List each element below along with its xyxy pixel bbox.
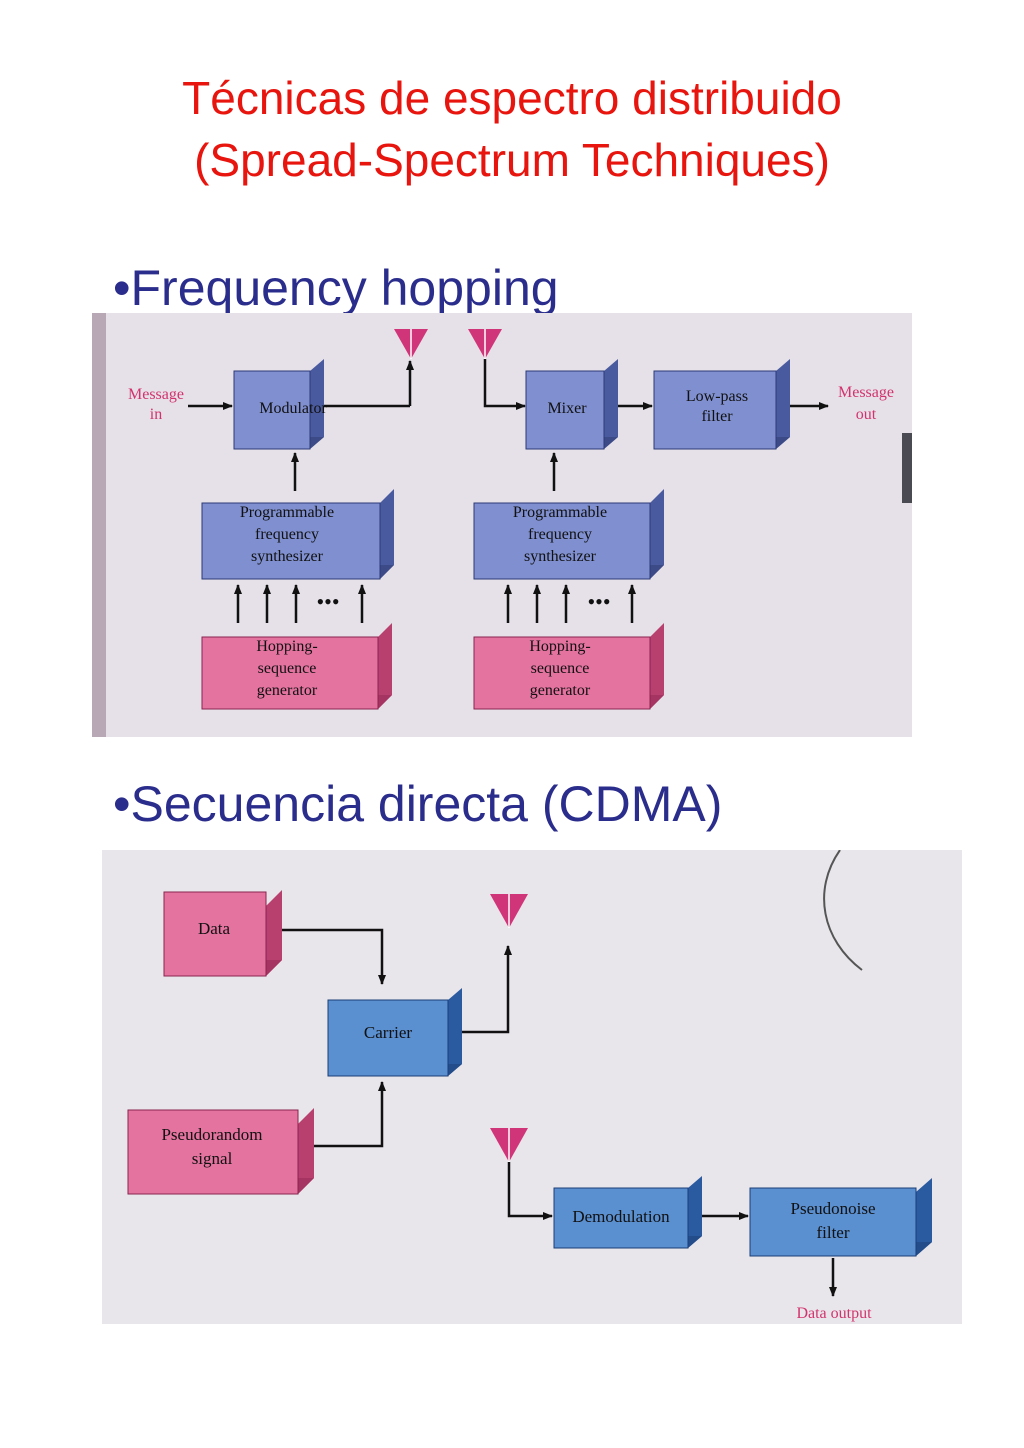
- pseudonoise-filter-block: Pseudonoise filter: [749, 1178, 932, 1257]
- photo-edge: [92, 313, 106, 737]
- arrow-carrier-to-antenna: [462, 945, 512, 1034]
- synth-label-3: synthesizer: [251, 548, 324, 565]
- synthesizer-block-tx: Programmable frequency synthesizer: [201, 489, 394, 580]
- title-line-2: (Spread-Spectrum Techniques): [194, 134, 830, 186]
- hop-label: Hopping-: [256, 638, 317, 655]
- antenna-icon: [468, 329, 502, 359]
- ellipsis-rx: •••: [587, 589, 610, 614]
- modulator-block: Modulator: [233, 359, 327, 450]
- arrow-antenna-to-demod: [507, 1162, 553, 1220]
- antenna-icon: [490, 894, 528, 928]
- pseudorandom-label: Pseudorandom: [161, 1125, 262, 1144]
- antenna-icon: [394, 329, 428, 359]
- data-output-label: Data output: [796, 1305, 872, 1322]
- control-lines-rx: [504, 584, 636, 623]
- hop-label-3: generator: [257, 682, 318, 699]
- title-line-1: Técnicas de espectro distribuido: [182, 72, 842, 124]
- modulator-label: Modulator: [259, 400, 327, 417]
- lowpass-label-2: filter: [701, 408, 733, 425]
- mixer-label: Mixer: [547, 400, 587, 417]
- hopping-generator-block-rx: Hopping- sequence generator: [473, 623, 664, 710]
- bullet-frequency-hopping: •Frequency hopping: [113, 260, 559, 316]
- synth-label: Programmable: [513, 504, 607, 521]
- carrier-block: Carrier: [327, 988, 462, 1077]
- lowpass-filter-block: Low-pass filter: [653, 359, 790, 450]
- photo-shadow: [902, 433, 912, 503]
- bullet-secuencia-directa: •Secuencia directa (CDMA): [113, 776, 723, 832]
- synthesizer-block-rx: Programmable frequency synthesizer: [473, 489, 664, 580]
- direct-sequence-diagram: Data Carrier Pseudorandom signal Demodul…: [102, 850, 962, 1324]
- message-in-label-2: in: [150, 406, 162, 423]
- control-lines-tx: [234, 584, 366, 623]
- pseudonoise-label: Pseudonoise: [791, 1199, 876, 1218]
- data-label: Data: [198, 919, 231, 938]
- arrow-antenna-to-mixer: [483, 359, 526, 410]
- hopping-generator-block-tx: Hopping- sequence generator: [201, 623, 392, 710]
- ellipsis-tx: •••: [316, 589, 339, 614]
- hop-label-2: sequence: [531, 660, 590, 677]
- frequency-hopping-diagram: Message in Modulator Mixer Low-pass filt…: [92, 313, 912, 737]
- pseudonoise-label-2: filter: [816, 1223, 849, 1242]
- hop-label-2: sequence: [258, 660, 317, 677]
- message-in-label: Message: [128, 386, 184, 403]
- mixer-block: Mixer: [525, 359, 618, 450]
- arrow-data-to-carrier: [282, 928, 386, 985]
- arrow-pseudo-to-carrier: [314, 1081, 386, 1148]
- data-block: Data: [163, 890, 282, 977]
- demodulation-block: Demodulation: [553, 1176, 702, 1249]
- synth-label-2: frequency: [255, 526, 319, 543]
- pseudorandom-block: Pseudorandom signal: [127, 1108, 314, 1195]
- message-out-label: Message: [838, 384, 894, 401]
- carrier-label: Carrier: [364, 1023, 412, 1042]
- lowpass-label: Low-pass: [686, 388, 748, 405]
- demodulation-label: Demodulation: [572, 1207, 670, 1226]
- synth-label-3: synthesizer: [524, 548, 597, 565]
- pseudorandom-label-2: signal: [192, 1149, 233, 1168]
- hop-label-3: generator: [530, 682, 591, 699]
- synth-label: Programmable: [240, 504, 334, 521]
- photo-curve: [823, 850, 863, 971]
- message-out-label-2: out: [856, 406, 877, 423]
- hop-label: Hopping-: [529, 638, 590, 655]
- synth-label-2: frequency: [528, 526, 592, 543]
- antenna-icon: [490, 1128, 528, 1162]
